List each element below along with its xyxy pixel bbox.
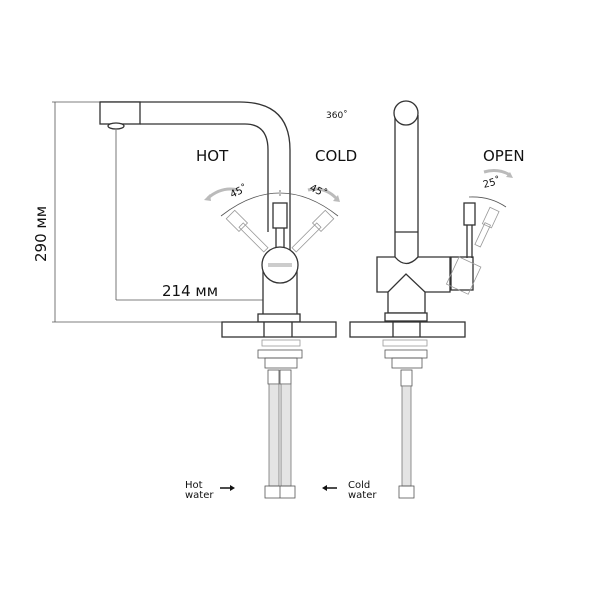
- height-dimension: 290 мм: [32, 101, 222, 323]
- spout-tip: [99, 101, 141, 125]
- hot-rotation-arrow: [207, 187, 239, 200]
- hot-hose: [268, 383, 280, 487]
- cold-water-label-2: water: [348, 490, 377, 501]
- cold-water-label-1: Cold: [348, 480, 370, 491]
- rotation-label: 360˚: [326, 110, 348, 121]
- open-lever-position: [445, 206, 500, 295]
- brand-logo: [268, 263, 292, 267]
- cold-rotation-arrow: [307, 187, 338, 200]
- side-hose: [401, 385, 412, 487]
- front-view-faucet: 214 мм 45˚ 45˚ HOT COLD 360˚: [99, 101, 357, 499]
- open-rotation-arrow: [483, 169, 511, 177]
- countertop-side: [349, 321, 466, 338]
- open-label: OPEN: [483, 147, 525, 165]
- side-lever-handle: [463, 202, 476, 226]
- hot-lever-position: [225, 209, 269, 253]
- aerator: [107, 122, 125, 130]
- lever-handle: [272, 202, 288, 229]
- hot-water-label-1: Hot: [185, 480, 203, 491]
- hot-label: HOT: [196, 147, 229, 165]
- cold-label: COLD: [315, 147, 357, 165]
- side-view-faucet: 25˚ OPEN: [349, 100, 525, 499]
- hot-water-label-2: water: [185, 490, 214, 501]
- height-dimension-label: 290 мм: [32, 206, 50, 262]
- open-angle-label: 25˚: [482, 175, 502, 191]
- cold-hose: [280, 383, 292, 487]
- hot-angle-label: 45˚: [228, 182, 249, 200]
- cold-angle-label: 45˚: [308, 182, 329, 200]
- cold-lever-position: [291, 209, 335, 253]
- water-supply-labels: Hot water Cold water: [185, 480, 377, 501]
- reach-dimension-label: 214 мм: [162, 282, 218, 300]
- countertop: [221, 321, 337, 338]
